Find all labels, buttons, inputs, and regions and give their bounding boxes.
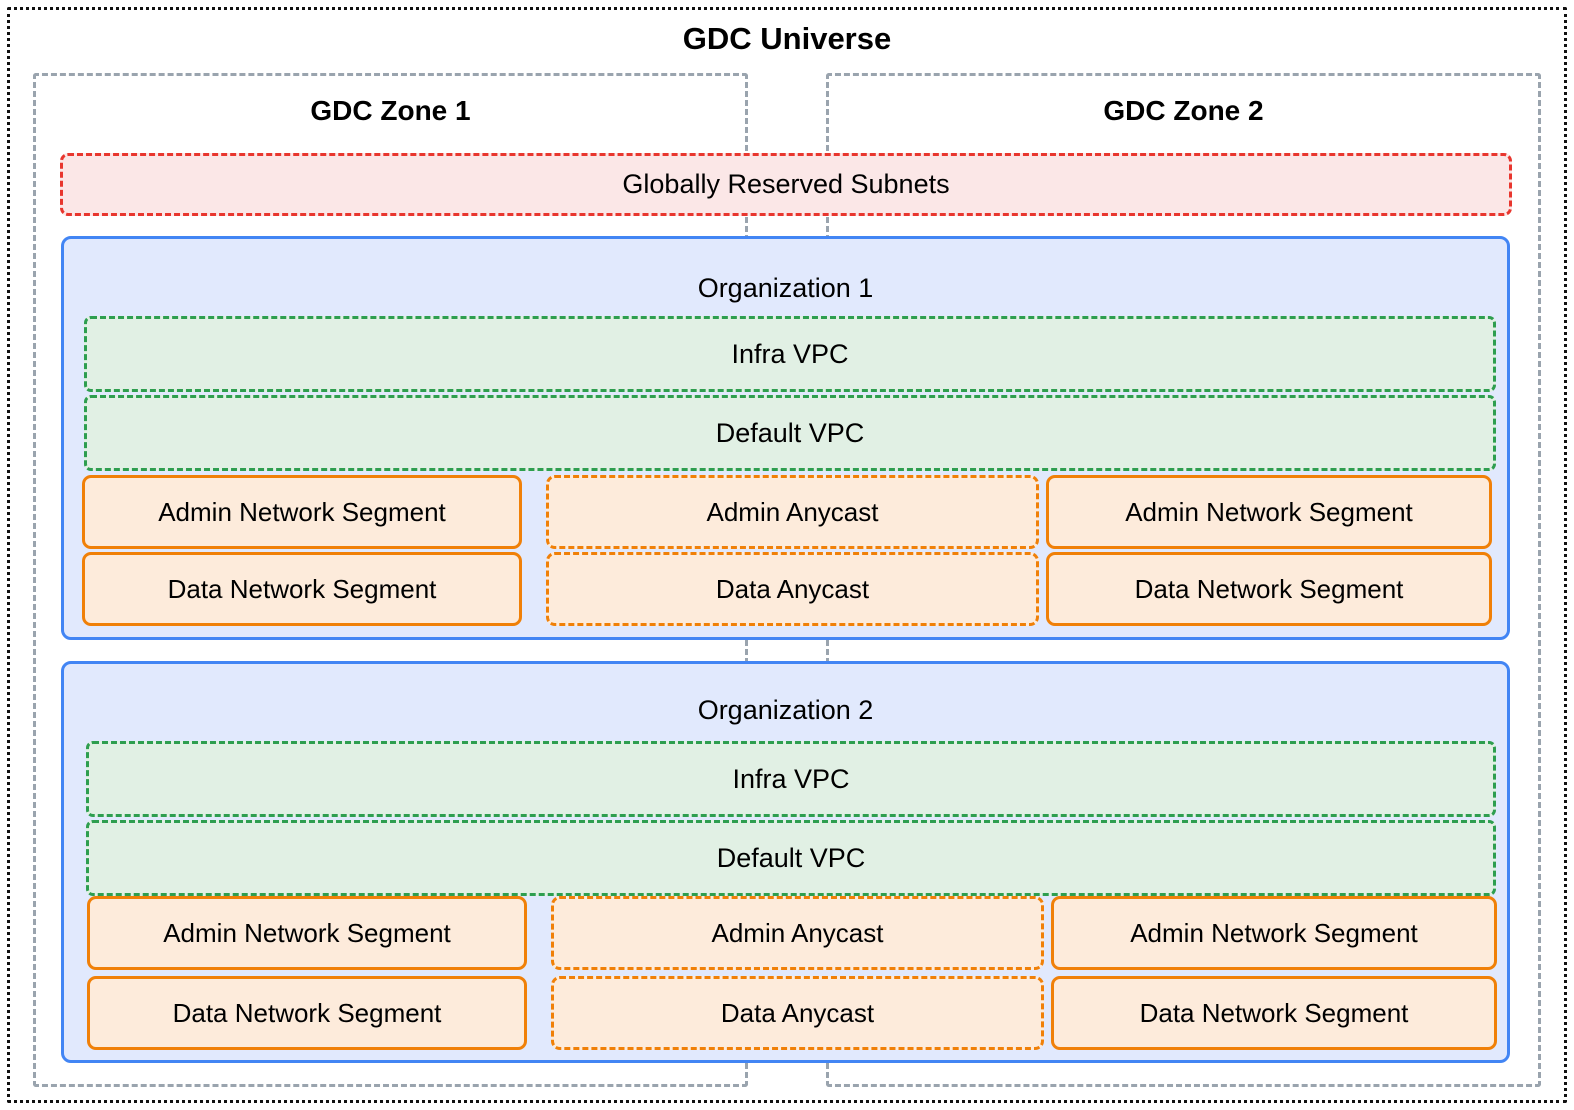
org2-data-anycast-label: Data Anycast xyxy=(720,997,875,1028)
org2-zone2-data-network-segment-label: Data Network Segment xyxy=(1139,997,1409,1028)
org2-zone2-admin-network-segment-label: Admin Network Segment xyxy=(1130,917,1418,948)
globally-reserved-subnets-label: Globally Reserved Subnets xyxy=(622,169,950,199)
gdc-universe-boundary xyxy=(7,7,1567,1103)
org1-data-anycast: Data Anycast xyxy=(546,552,1039,626)
org2-admin-anycast-label: Admin Anycast xyxy=(711,917,884,948)
org1-zone1-data-network-segment: Data Network Segment xyxy=(82,552,522,626)
gdc-zone-1-title: GDC Zone 1 xyxy=(310,95,471,126)
org2-infra-vpc-box: Infra VPC xyxy=(86,741,1496,817)
org1-zone1-admin-network-segment: Admin Network Segment xyxy=(82,475,522,549)
organization-2-title: Organization 2 xyxy=(697,695,874,725)
org1-admin-anycast-label: Admin Anycast xyxy=(706,496,879,527)
organization-2-box: Organization 2 Infra VPC Default VPC Adm… xyxy=(61,661,1510,1063)
gdc-zone-2-title: GDC Zone 2 xyxy=(1103,95,1264,126)
globally-reserved-subnets-box: Globally Reserved Subnets xyxy=(60,153,1512,216)
organization-1-title: Organization 1 xyxy=(697,273,874,303)
org2-zone1-data-network-segment-label: Data Network Segment xyxy=(172,997,442,1028)
org1-infra-vpc-box: Infra VPC xyxy=(84,316,1496,392)
org1-zone2-admin-network-segment: Admin Network Segment xyxy=(1046,475,1492,549)
org2-zone2-admin-network-segment: Admin Network Segment xyxy=(1051,896,1497,970)
gdc-universe-title: GDC Universe xyxy=(682,21,892,56)
org2-zone1-data-network-segment: Data Network Segment xyxy=(87,976,527,1050)
org2-default-vpc-box: Default VPC xyxy=(86,820,1496,896)
org1-infra-vpc-label: Infra VPC xyxy=(731,338,849,369)
org1-zone2-data-network-segment: Data Network Segment xyxy=(1046,552,1492,626)
org2-zone1-admin-network-segment-label: Admin Network Segment xyxy=(163,917,451,948)
organization-1-box: Organization 1 Infra VPC Default VPC Adm… xyxy=(61,236,1510,640)
org2-zone2-data-network-segment: Data Network Segment xyxy=(1051,976,1497,1050)
org1-zone1-data-network-segment-label: Data Network Segment xyxy=(167,573,437,604)
org2-data-anycast: Data Anycast xyxy=(551,976,1044,1050)
org2-admin-anycast: Admin Anycast xyxy=(551,896,1044,970)
org1-zone1-admin-network-segment-label: Admin Network Segment xyxy=(158,496,446,527)
org1-zone2-data-network-segment-label: Data Network Segment xyxy=(1134,573,1404,604)
org2-zone1-admin-network-segment: Admin Network Segment xyxy=(87,896,527,970)
org1-data-anycast-label: Data Anycast xyxy=(715,573,870,604)
org1-default-vpc-label: Default VPC xyxy=(715,417,865,448)
org1-admin-anycast: Admin Anycast xyxy=(546,475,1039,549)
org2-infra-vpc-label: Infra VPC xyxy=(732,763,850,794)
org1-default-vpc-box: Default VPC xyxy=(84,395,1496,471)
org1-zone2-admin-network-segment-label: Admin Network Segment xyxy=(1125,496,1413,527)
org2-default-vpc-label: Default VPC xyxy=(716,842,866,873)
